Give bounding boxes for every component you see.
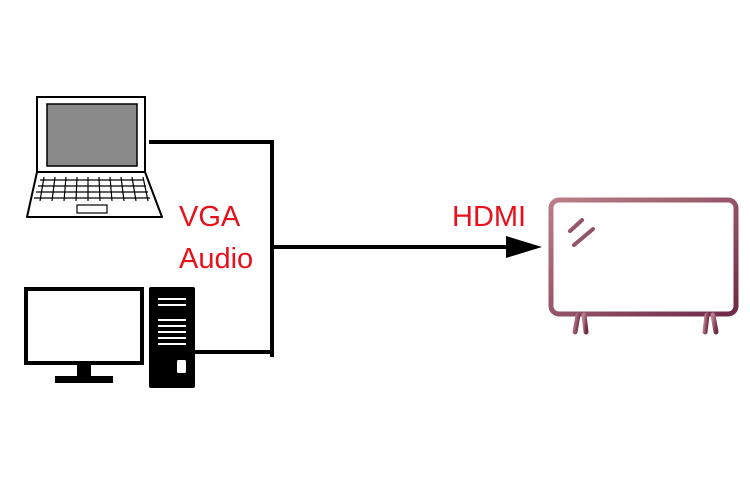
pc-tower-icon: [149, 287, 195, 388]
tv-icon: [548, 197, 739, 335]
vga-label: VGA: [179, 201, 241, 233]
arrow-head-icon: [506, 236, 542, 258]
audio-label: Audio: [179, 243, 254, 275]
hdmi-label: HDMI: [452, 201, 527, 233]
connection-lines: [149, 140, 508, 357]
desktop-monitor-icon: [24, 287, 144, 383]
laptop-icon: [26, 96, 163, 218]
